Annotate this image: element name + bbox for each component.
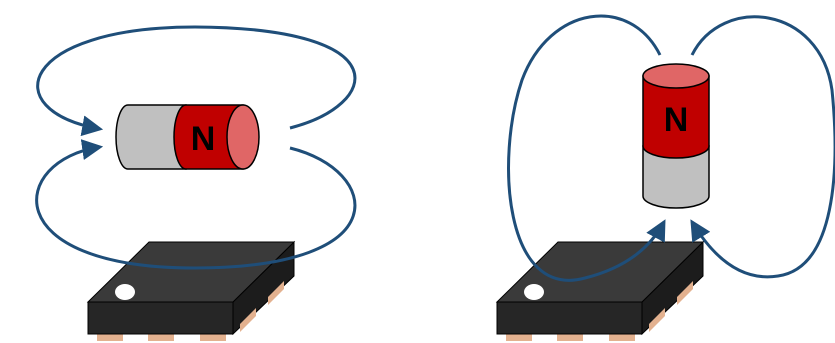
right-chip-side-pad <box>649 308 665 332</box>
left-chip-pad <box>148 331 174 341</box>
right-magnet-north-half <box>642 75 710 159</box>
left-magnet-south-half <box>115 104 187 170</box>
left-chip-side-pad <box>240 308 256 332</box>
left-field-line-upper <box>36 25 357 137</box>
right-magnet-south-half <box>642 145 710 209</box>
right-chip-pad <box>557 331 583 341</box>
right-magnet-north-face <box>642 63 710 89</box>
right-chip-pin1-dot <box>524 284 544 300</box>
left-bar-magnet: N <box>115 104 260 170</box>
left-chip-pin1-dot <box>115 284 135 300</box>
right-panel-vertical-magnet: N <box>495 14 835 341</box>
right-field-line-right <box>690 15 835 279</box>
left-field-line-lower <box>35 139 357 270</box>
left-chip-pad <box>97 331 123 341</box>
left-sensor-chip <box>86 240 296 341</box>
right-chip-side-pad <box>677 281 693 305</box>
right-chip-pad <box>609 331 635 341</box>
right-field-line-left <box>507 14 666 282</box>
left-magnet-pole-label: N <box>191 120 216 158</box>
right-chip-pad <box>506 331 532 341</box>
left-magnet-north-face <box>226 104 260 170</box>
right-magnet-pole-label: N <box>664 101 689 139</box>
left-chip-side-pad <box>268 281 284 305</box>
right-chip-front-face <box>496 301 643 335</box>
right-bar-magnet: N <box>642 63 710 209</box>
left-panel-horizontal-magnet: N <box>35 25 357 341</box>
left-chip-front-face <box>87 301 234 335</box>
left-magnet-north-half <box>173 104 244 170</box>
left-chip-pad <box>200 331 226 341</box>
